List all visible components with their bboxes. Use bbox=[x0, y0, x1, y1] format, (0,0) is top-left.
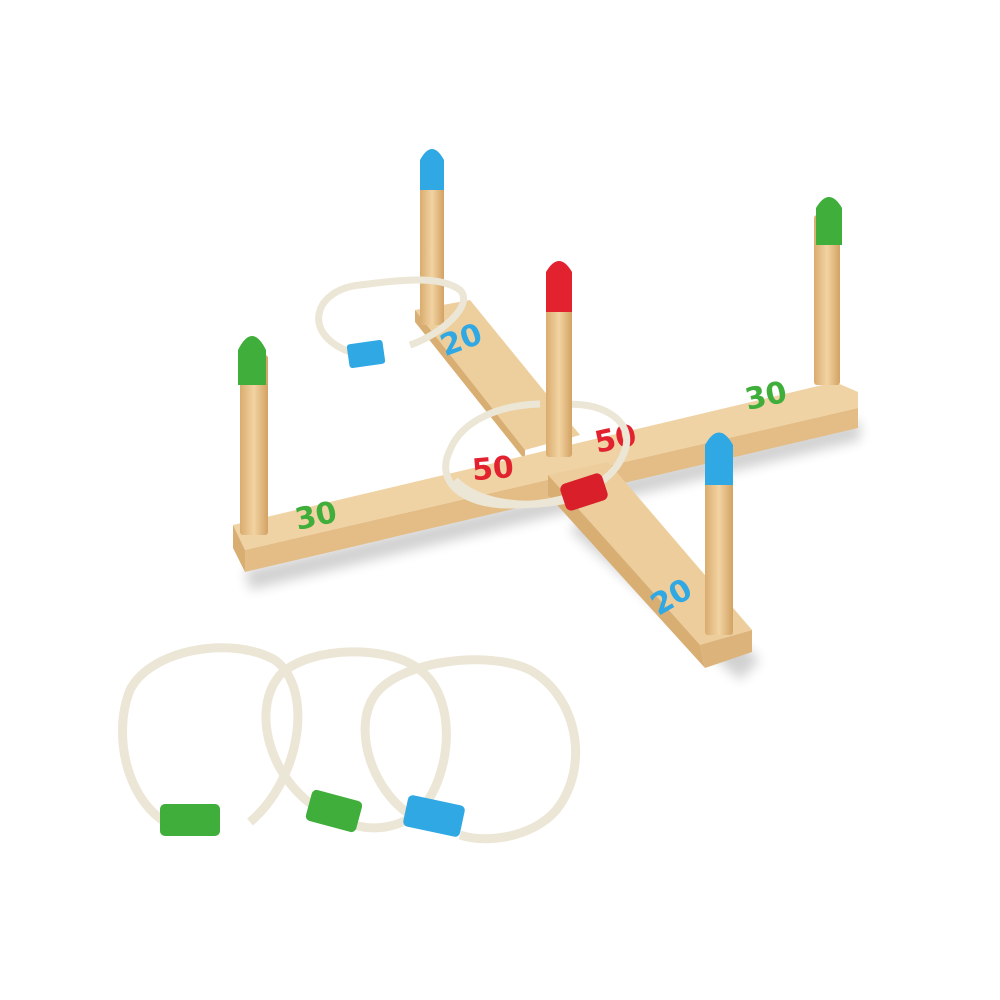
back-arm-board bbox=[415, 300, 580, 460]
peg-right-green bbox=[814, 197, 842, 385]
front-arm-board bbox=[548, 462, 752, 668]
loose-ring-blue-right bbox=[360, 655, 581, 844]
blue-ring-clip bbox=[403, 795, 465, 837]
label-left-30: 30 bbox=[292, 495, 340, 538]
peg-left-green bbox=[238, 336, 268, 535]
peg-front-blue bbox=[705, 432, 733, 635]
blue-ring-clip bbox=[346, 339, 386, 369]
loose-ring-green-left bbox=[118, 643, 303, 837]
label-right-30: 30 bbox=[742, 375, 790, 418]
red-ring-clip bbox=[560, 473, 608, 511]
peg-back-blue bbox=[420, 149, 444, 325]
ring-front-segment bbox=[452, 477, 576, 508]
ring-on-back-peg bbox=[315, 276, 467, 369]
peg-center-red bbox=[546, 261, 572, 457]
label-center-left-50: 50 bbox=[471, 450, 516, 489]
green-ring-clip bbox=[160, 804, 220, 836]
label-center-right-50: 50 bbox=[592, 418, 640, 461]
green-ring-clip bbox=[305, 789, 363, 833]
